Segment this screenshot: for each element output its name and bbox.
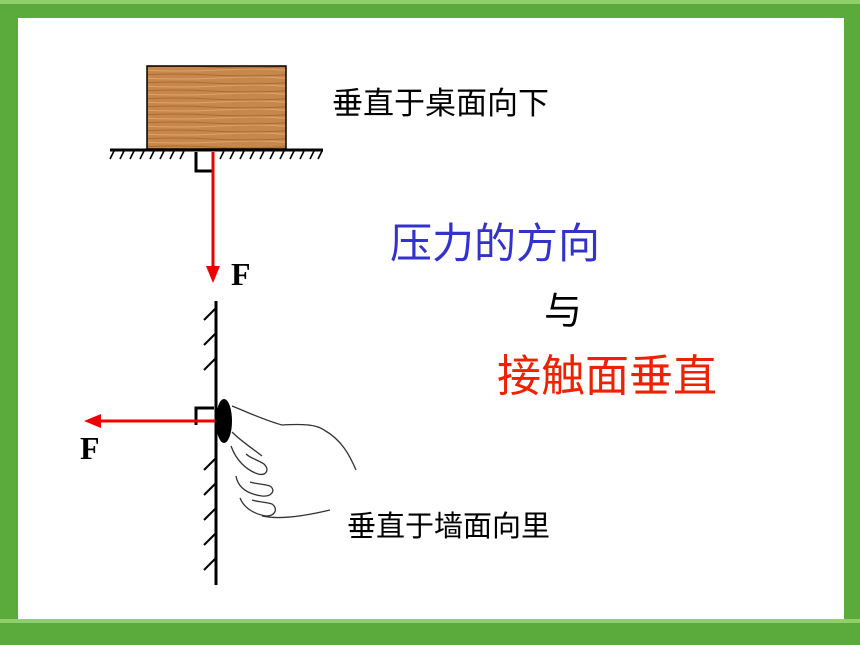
title-line-and: 与 [544, 289, 583, 333]
title-line-force-direction: 压力的方向 [390, 219, 601, 268]
frame-bottom-highlight [0, 619, 860, 623]
frame-top-highlight [0, 0, 860, 4]
hand-icon [230, 405, 357, 519]
table-surface [109, 148, 323, 160]
force-arrow-left [84, 414, 215, 428]
force-label-left: F [80, 430, 100, 466]
wall-surface [203, 301, 218, 585]
right-angle-mark-top [194, 152, 212, 173]
pushpin-icon [216, 399, 232, 443]
title-line-perpendicular: 接触面垂直 [497, 351, 717, 402]
right-angle-mark-wall [194, 406, 214, 425]
desk-direction-label: 垂直于桌面向下 [332, 86, 549, 122]
force-label-down: F [231, 256, 251, 292]
wooden-block [146, 65, 287, 150]
wall-direction-label: 垂直于墙面向里 [347, 509, 551, 543]
force-arrow-down [206, 152, 220, 283]
